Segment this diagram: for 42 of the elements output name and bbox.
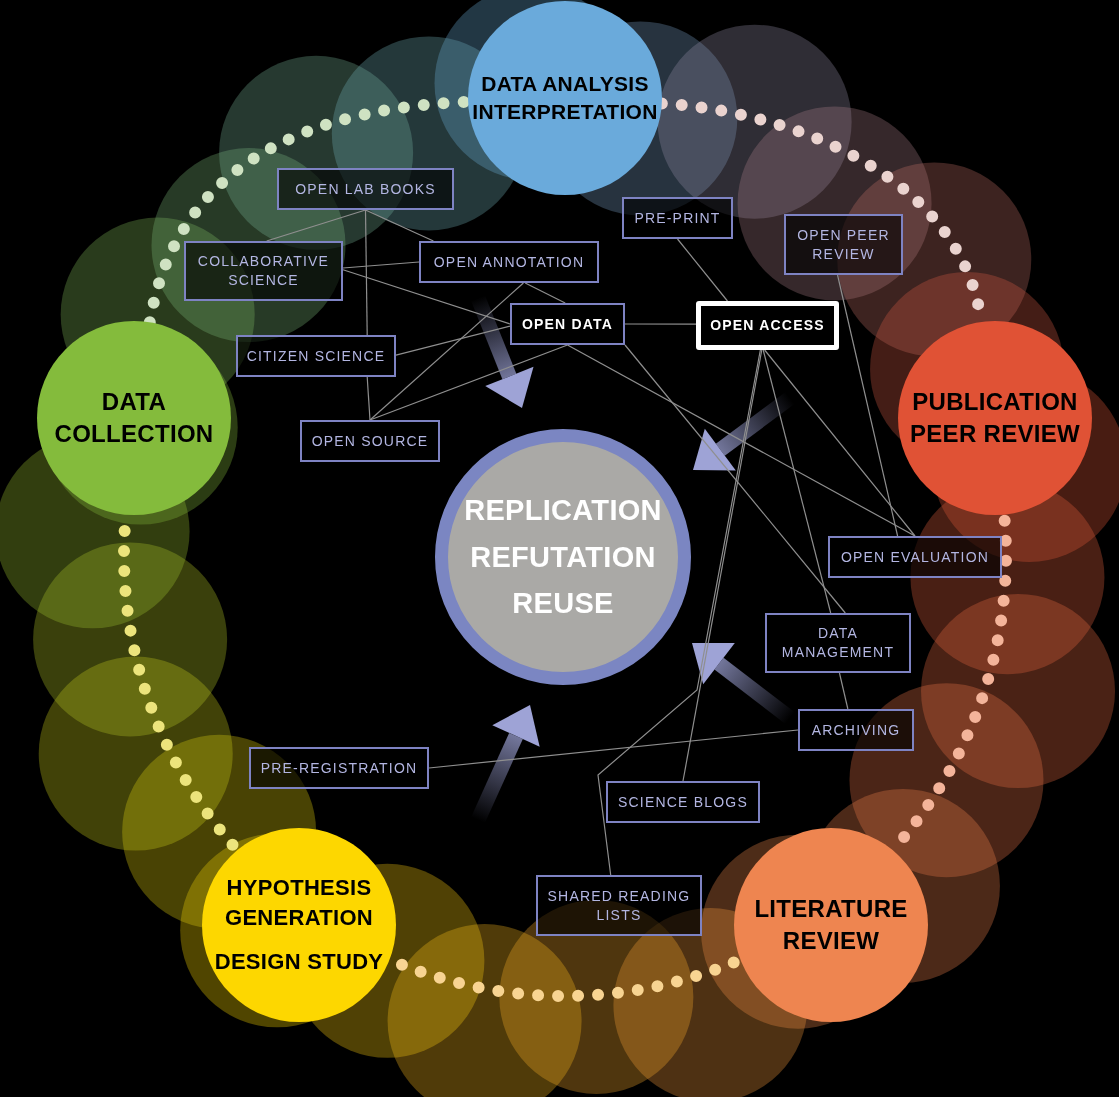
stage-label: PUBLICATION PEER REVIEW [909,386,1081,449]
stage-label: DATA ANALYSIS INTERPRETATION [471,70,659,125]
practice-box: PRE-PRINT [622,197,733,239]
connector-line [369,282,524,421]
connector-line [395,325,511,356]
practice-box: COLLABORATIVE SCIENCE [184,241,343,301]
connector-line [764,349,916,537]
practice-box: OPEN DATA [510,303,625,345]
practice-box: OPEN ACCESS [696,301,839,350]
practice-box: OPEN ANNOTATION [419,241,599,283]
connector-line [682,349,763,782]
connector-line [342,269,511,325]
connector-line [369,344,569,421]
connector-line [342,261,420,269]
practice-box: OPEN EVALUATION [828,536,1002,578]
stage-label: DESIGN STUDY [213,947,385,976]
connector-line [624,344,846,614]
practice-box: SHARED READING LISTS [536,875,702,936]
practice-box: CITIZEN SCIENCE [236,335,396,377]
connector-line [676,238,729,302]
connector-line [597,349,761,876]
practice-box: OPEN SOURCE [300,420,440,462]
practice-box: OPEN LAB BOOKS [277,168,454,210]
practice-box: DATA MANAGEMENT [765,613,911,673]
connector-line [266,209,367,242]
practice-box: SCIENCE BLOGS [606,781,760,823]
practice-box: OPEN PEER REVIEW [784,214,903,275]
connector-line [366,376,371,421]
stage-label: DATA COLLECTION [53,386,215,449]
connector-line [762,349,832,614]
practice-box: ARCHIVING [798,709,914,751]
connector-line [566,344,916,537]
connector-line [364,209,368,336]
connector-line [624,323,697,325]
connector-line [838,672,849,710]
stage-label: REPLICATION REFUTATION REUSE [463,493,663,622]
stage-label: LITERATURE REVIEW [753,893,909,956]
stage-label: HYPOTHESIS GENERATION [223,874,374,933]
connector-line [364,209,434,242]
connector-line [836,274,899,537]
connector-line [428,729,799,769]
practice-box: PRE-REGISTRATION [249,747,429,789]
